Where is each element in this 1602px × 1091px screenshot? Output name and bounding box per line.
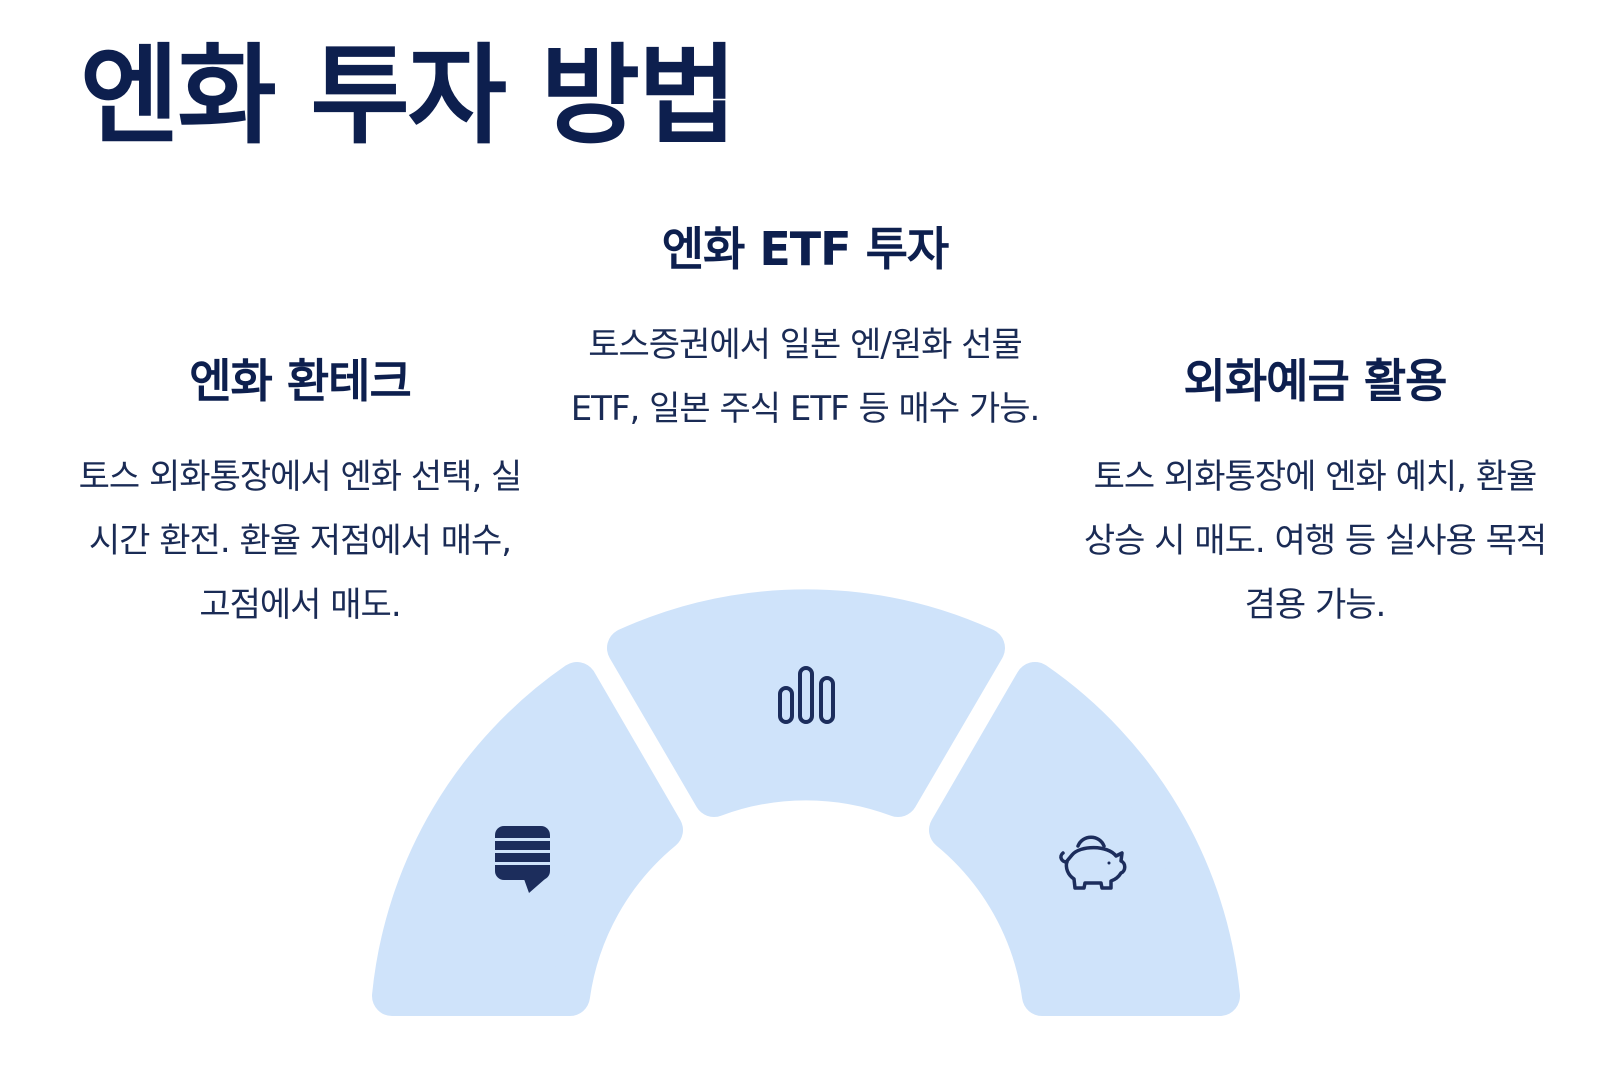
method-description-etf: 토스증권에서 일본 엔/원화 선물 ETF, 일본 주식 ETF 등 매수 가능…: [570, 325, 1041, 430]
method-card-deposit: 외화예금 활용 토스 외화통장에 엔화 예치, 환율 상승 시 매도. 여행 등…: [1080, 354, 1550, 637]
method-card-fx-tech: 엔화 환테크 토스 외화통장에서 엔화 선택, 실시간 환전. 환율 저점에서 …: [70, 354, 530, 637]
method-title-etf: 엔화 ETF 투자: [661, 222, 950, 276]
page-title: 엔화 투자 방법: [80, 34, 737, 159]
arc-segment-center: [607, 589, 1005, 817]
method-description-fx-tech: 토스 외화통장에서 엔화 선택, 실시간 환전. 환율 저점에서 매수, 고점에…: [78, 457, 523, 626]
piggy-bank-icon: [1059, 835, 1127, 890]
method-card-etf: 엔화 ETF 투자 토스증권에서 일본 엔/원화 선물 ETF, 일본 주식 E…: [570, 222, 1041, 441]
bar-chart-icon: [778, 666, 835, 724]
stack-chat-icon: [493, 826, 552, 893]
method-title-fx-tech: 엔화 환테크: [189, 354, 412, 408]
method-title-deposit: 외화예금 활용: [1183, 354, 1448, 408]
method-description-deposit: 토스 외화통장에 엔화 예치, 환율 상승 시 매도. 여행 등 실사용 목적 …: [1083, 457, 1547, 626]
